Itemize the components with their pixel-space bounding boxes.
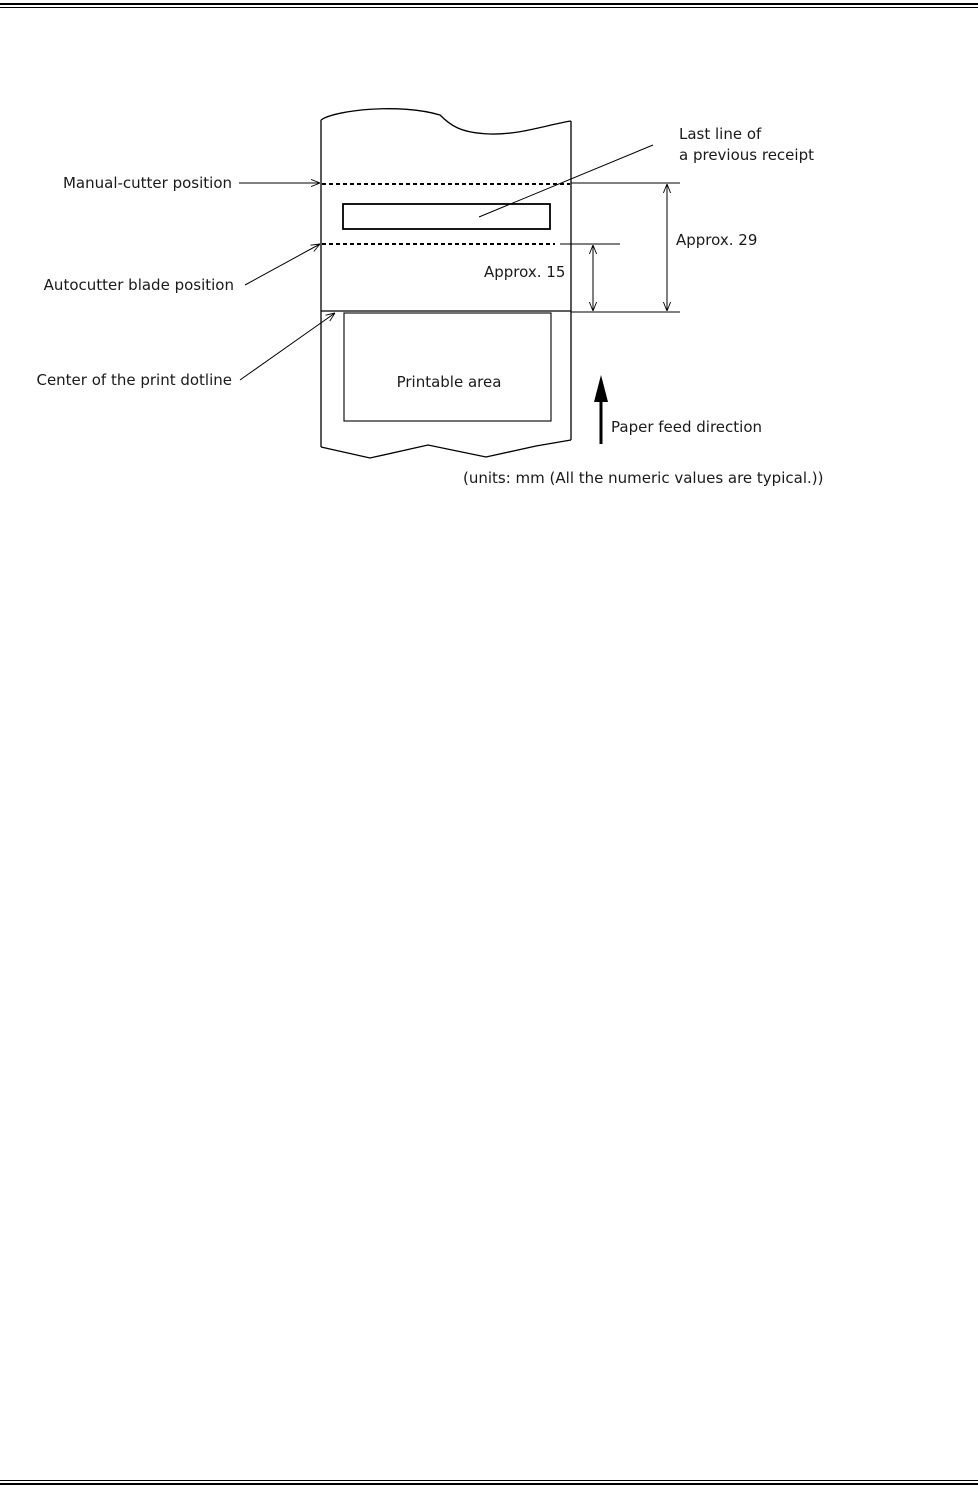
autocutter-leader xyxy=(245,244,320,285)
manual-cutter-label: Manual-cutter position xyxy=(63,174,232,192)
last-line-box xyxy=(343,204,550,229)
paper-feed-arrow-head xyxy=(594,375,608,402)
paper-top-edge xyxy=(321,109,571,134)
units-note: (units: mm (All the numeric values are t… xyxy=(463,469,823,487)
print-dotline-label: Center of the print dotline xyxy=(36,371,232,389)
approx-29-label: Approx. 29 xyxy=(676,231,757,249)
printable-area-label: Printable area xyxy=(397,373,502,391)
printable-area-box xyxy=(344,313,551,421)
autocutter-label: Autocutter blade position xyxy=(44,276,234,294)
last-line-label-line2: a previous receipt xyxy=(679,146,814,164)
paper-torn-bottom-edge xyxy=(321,440,571,458)
approx-15-label: Approx. 15 xyxy=(484,263,565,281)
footer-rule-thin xyxy=(0,1480,978,1481)
paper-feed-label: Paper feed direction xyxy=(611,418,762,436)
last-line-label-line1: Last line of xyxy=(679,125,762,143)
last-line-leader xyxy=(479,145,653,217)
footer-rule xyxy=(0,1483,978,1485)
